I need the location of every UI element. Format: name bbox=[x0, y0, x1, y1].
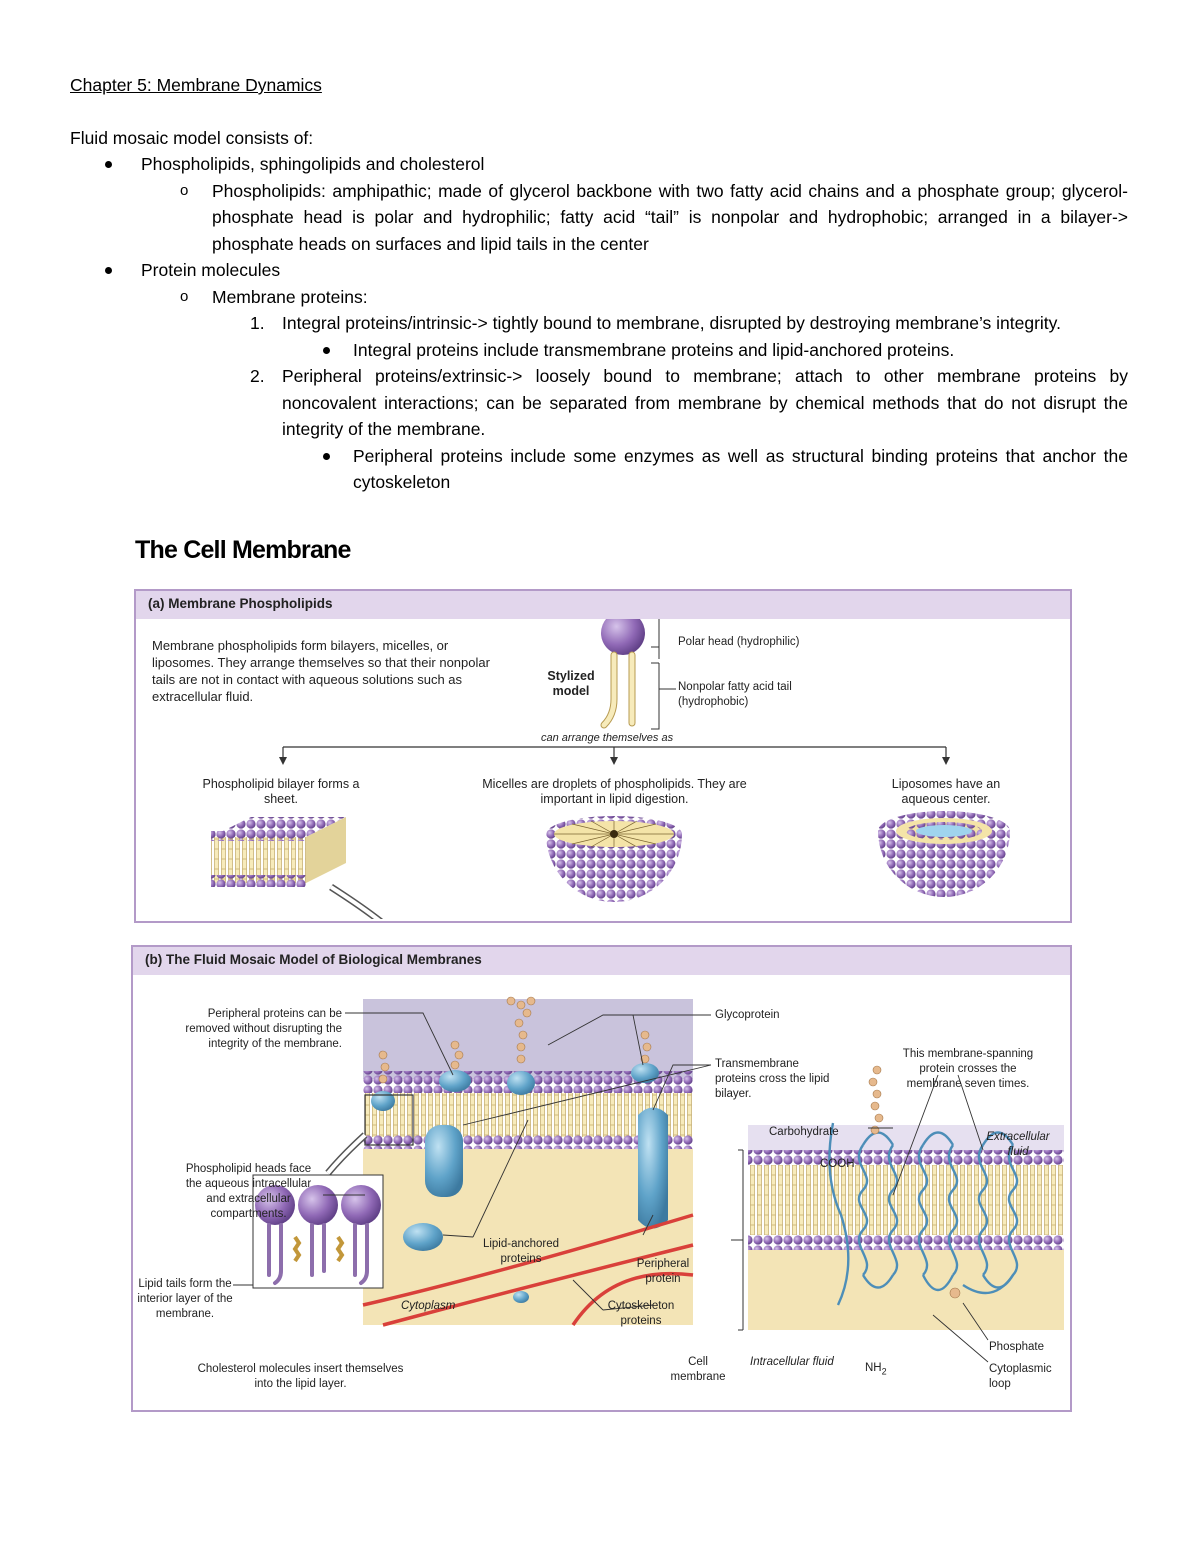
panel-fluid-mosaic-model: (b) The Fluid Mosaic Model of Biological… bbox=[131, 945, 1072, 1412]
sub-integral: Integral proteins include transmembrane … bbox=[70, 337, 1128, 364]
cholesterol-label: Cholesterol molecules insert themselves … bbox=[197, 1363, 404, 1390]
bullet-phospholipids: Phospholipids, sphingolipids and cholest… bbox=[70, 151, 1128, 178]
peripheral-removed-label: Peripheral proteins can be removed witho… bbox=[185, 1008, 342, 1050]
sub-phospholipids: o Phospholipids: amphipathic; made of gl… bbox=[70, 178, 1128, 258]
lipid-anchored-label: Lipid-anchored proteins bbox=[482, 1238, 560, 1265]
stylized-phospholipid-icon bbox=[600, 619, 645, 729]
cytoskeleton-label: Cytoskeleton proteins bbox=[607, 1300, 675, 1327]
item-peripheral: 2. Peripheral proteins/extrinsic-> loose… bbox=[70, 363, 1128, 443]
lipid-tails-label: Lipid tails form the interior layer of t… bbox=[137, 1278, 233, 1320]
item-integral: 1. Integral proteins/intrinsic-> tightly… bbox=[70, 310, 1128, 337]
carbohydrate-chains bbox=[378, 996, 652, 1084]
fluid-mosaic-diagram bbox=[233, 996, 1064, 1363]
phosphate-label: Phosphate bbox=[989, 1341, 1044, 1353]
micelle-label: Micelles are droplets of phospholipids. … bbox=[482, 777, 747, 806]
liposome-icon bbox=[878, 811, 1010, 897]
lipid-zoom-inset bbox=[252, 1174, 384, 1289]
bilayer-sheet-icon bbox=[211, 817, 346, 887]
liposome-label: Liposomes have an aqueous center. bbox=[891, 777, 1001, 806]
membrane-proteins bbox=[371, 1063, 668, 1303]
panel-membrane-phospholipids: (a) Membrane Phospholipids Membrane phos… bbox=[134, 589, 1072, 923]
intracellular-label: Intracellular fluid bbox=[750, 1356, 834, 1368]
bullet-dot-icon bbox=[105, 267, 112, 274]
chapter-title: Chapter 5: Membrane Dynamics bbox=[70, 75, 322, 95]
circle-marker-icon: o bbox=[180, 181, 189, 199]
extracellular-label: Extracellular fluid bbox=[986, 1131, 1050, 1158]
list-number: 2. bbox=[250, 366, 265, 386]
nh2-label: NH2 bbox=[865, 1362, 887, 1377]
list-number: 1. bbox=[250, 313, 265, 333]
bilayer-label: Phospholipid bilayer forms a sheet. bbox=[202, 777, 360, 806]
stylized-model-label: Stylized model bbox=[547, 669, 595, 698]
sub-peripheral: Peripheral proteins include some enzymes… bbox=[70, 443, 1128, 496]
leader-lines bbox=[233, 1012, 989, 1363]
panel-a-header: (a) Membrane Phospholipids bbox=[136, 591, 1070, 619]
bullet-dot-icon bbox=[323, 452, 330, 460]
bullet-dot-icon bbox=[105, 161, 112, 168]
phospholipid-diagram bbox=[211, 619, 1010, 919]
micelle-icon bbox=[546, 816, 682, 902]
circle-marker-icon: o bbox=[180, 287, 189, 305]
phospholipid-description: Membrane phospholipids form bilayers, mi… bbox=[152, 638, 490, 704]
cytoplasmic-loop-label: Cytoplasmic loop bbox=[989, 1363, 1052, 1390]
seven-pass-membrane bbox=[731, 1065, 1064, 1331]
intro-line: Fluid mosaic model consists of: bbox=[70, 127, 314, 148]
carbohydrate-label: Carbohydrate bbox=[769, 1126, 839, 1138]
cell-membrane-label: Cell membrane bbox=[670, 1356, 726, 1383]
cytoplasm-label: Cytoplasm bbox=[401, 1300, 456, 1312]
cooh-label: COOH bbox=[820, 1158, 855, 1170]
arrange-caption: can arrange themselves as bbox=[541, 732, 674, 744]
sub-membrane-proteins: o Membrane proteins: bbox=[70, 284, 1128, 311]
bullet-dot-icon bbox=[323, 346, 330, 354]
bullet-proteins: Protein molecules bbox=[70, 257, 1128, 284]
notes-section: Chapter 5: Membrane Dynamics Fluid mosai… bbox=[70, 72, 1128, 496]
polar-head-label: Polar head (hydrophilic) bbox=[678, 636, 800, 648]
peripheral-protein-label: Peripheral protein bbox=[636, 1258, 690, 1285]
heads-face-label: Phospholipid heads face the aqueous intr… bbox=[185, 1163, 312, 1220]
glycoprotein-label: Glycoprotein bbox=[715, 1009, 780, 1021]
cytoskeleton-fibers bbox=[362, 1213, 694, 1327]
figure-title: The Cell Membrane bbox=[135, 536, 351, 564]
transmembrane-label: Transmembrane proteins cross the lipid b… bbox=[715, 1058, 830, 1100]
nonpolar-tail-label: Nonpolar fatty acid tail (hydrophobic) bbox=[678, 681, 792, 708]
panel-b-header: (b) The Fluid Mosaic Model of Biological… bbox=[133, 947, 1070, 975]
spanning-protein-label: This membrane-spanning protein crosses t… bbox=[902, 1048, 1034, 1090]
